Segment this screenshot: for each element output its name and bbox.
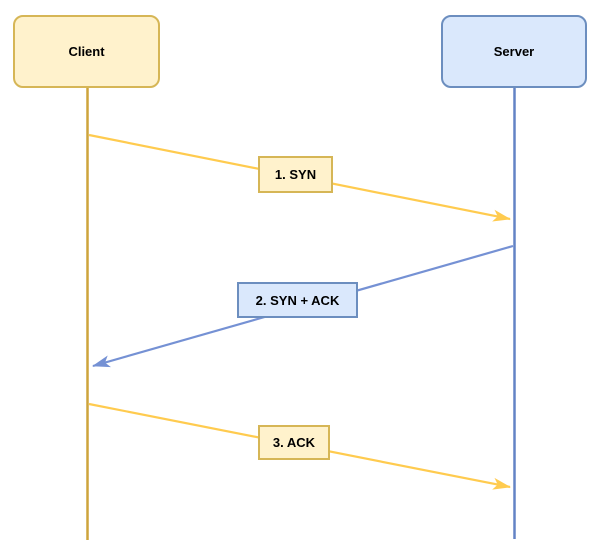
message-label-ack: 3. ACK [258, 425, 330, 460]
actor-label-client: Client [68, 44, 105, 59]
actor-box-server: Server [441, 15, 587, 88]
actor-label-server: Server [493, 44, 535, 59]
message-label-syn: 1. SYN [258, 156, 333, 193]
message-text-syn-ack: 2. SYN + ACK [255, 292, 340, 308]
message-text-ack: 3. ACK [272, 435, 316, 450]
message-label-syn-ack: 2. SYN + ACK [237, 282, 358, 318]
message-text-syn: 1. SYN [274, 167, 317, 182]
actor-box-client: Client [13, 15, 160, 88]
